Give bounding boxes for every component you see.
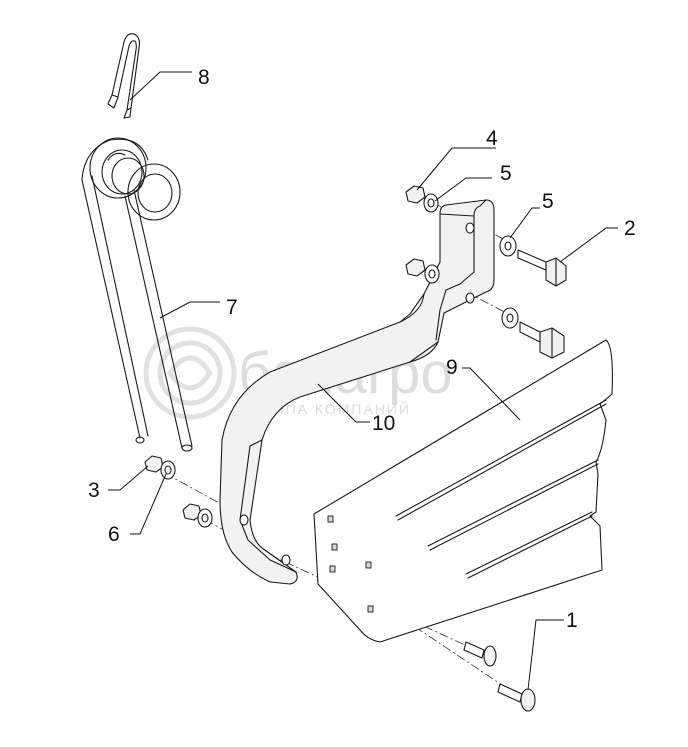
part-5-washer-upper [423,193,439,213]
leader-6 [130,473,167,535]
callout-5a: 5 [500,162,512,185]
leader-7 [159,301,220,319]
part-2-hex-bolts [517,249,567,359]
part-1-carriage-bolts [463,641,536,712]
leader-9 [462,367,521,421]
callout-5b: 5 [542,190,554,213]
leader-4 [416,147,496,191]
part-6-washer-second [197,508,213,528]
callout-3: 3 [88,479,100,502]
part-5-washer-lower [424,264,440,284]
callout-1: 1 [566,609,578,632]
part-7-spring-tine [81,137,193,452]
callout-labels: 8 4 5 5 2 7 9 10 3 6 1 [88,66,636,632]
callout-7: 7 [226,296,238,319]
part-5-washer-bolt-lower [501,307,519,329]
callout-8: 8 [198,66,210,89]
part-6-washer [160,460,176,480]
part-10-bracket [219,199,495,585]
leader-lines [108,71,618,691]
callout-10: 10 [372,412,395,435]
part-8-spring-clip [107,33,140,119]
part-4-nut-lower [405,258,426,277]
leader-3 [108,465,149,491]
leader-10 [317,383,370,423]
leader-5a [434,177,492,202]
fasteners-nuts-washers [144,185,519,528]
callout-6: 6 [108,523,120,546]
part-4-nut-upper [405,185,426,204]
part-9-deflector-plate [313,339,613,643]
callout-4: 4 [486,127,498,150]
callout-2: 2 [624,217,636,240]
leader-2 [559,227,618,263]
leader-5b [509,207,540,239]
leader-8 [129,71,192,101]
part-5-washer-bolt-upper [499,235,517,257]
part-3-nut [144,455,164,473]
callout-9: 9 [446,356,458,379]
leader-1 [527,619,564,691]
